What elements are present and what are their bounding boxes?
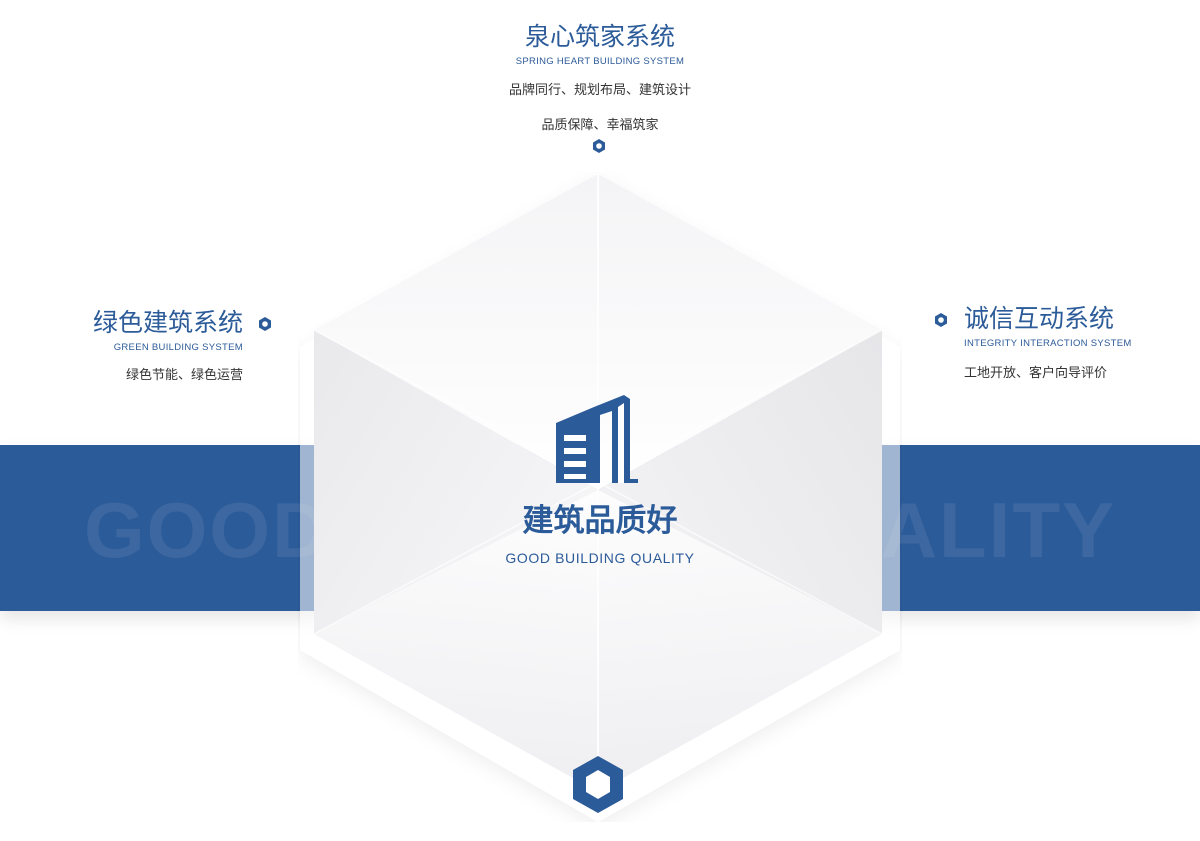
band-watermark: GOOD ALITY bbox=[84, 485, 1124, 575]
bottom-hexagon-icon bbox=[573, 756, 623, 813]
system-top-line: 品牌同行、规划布局、建筑设计 bbox=[508, 83, 691, 98]
center-title: 建筑品质好 bbox=[522, 503, 678, 539]
system-right-title: 诚信互动系统 bbox=[964, 304, 1115, 333]
system-left-block: 绿色建筑系统 GREEN BUILDING SYSTEM 绿色节能、绿色运营 bbox=[40, 306, 243, 387]
system-top-title: 泉心筑家系统 bbox=[524, 22, 675, 51]
system-right-subtitle: INTEGRITY INTERACTION SYSTEM bbox=[964, 338, 1132, 349]
system-top-subtitle: SPRING HEART BUILDING SYSTEM bbox=[515, 56, 685, 67]
system-left-title: 绿色建筑系统 bbox=[92, 308, 243, 337]
hexagon-marker-icon bbox=[259, 317, 271, 331]
system-left-line: 绿色节能、绿色运营 bbox=[125, 368, 243, 383]
hexagon-marker-icon bbox=[935, 313, 947, 327]
system-top-line: 品质保障、幸福筑家 bbox=[541, 118, 659, 133]
system-top-block: 泉心筑家系统 SPRING HEART BUILDING SYSTEM 品牌同行… bbox=[450, 20, 750, 137]
system-right-block: 诚信互动系统 INTEGRITY INTERACTION SYSTEM 工地开放… bbox=[964, 302, 1164, 385]
band-watermark-right: ALITY bbox=[880, 486, 1116, 574]
system-right-line: 工地开放、客户向导评价 bbox=[964, 366, 1108, 381]
center-subtitle: GOOD BUILDING QUALITY bbox=[505, 550, 695, 566]
band-watermark-left: GOOD bbox=[84, 486, 331, 574]
building-icon bbox=[556, 395, 638, 483]
system-left-subtitle: GREEN BUILDING SYSTEM bbox=[113, 342, 243, 353]
hexagon-marker-icon bbox=[593, 139, 605, 153]
central-hexagon bbox=[298, 172, 902, 822]
